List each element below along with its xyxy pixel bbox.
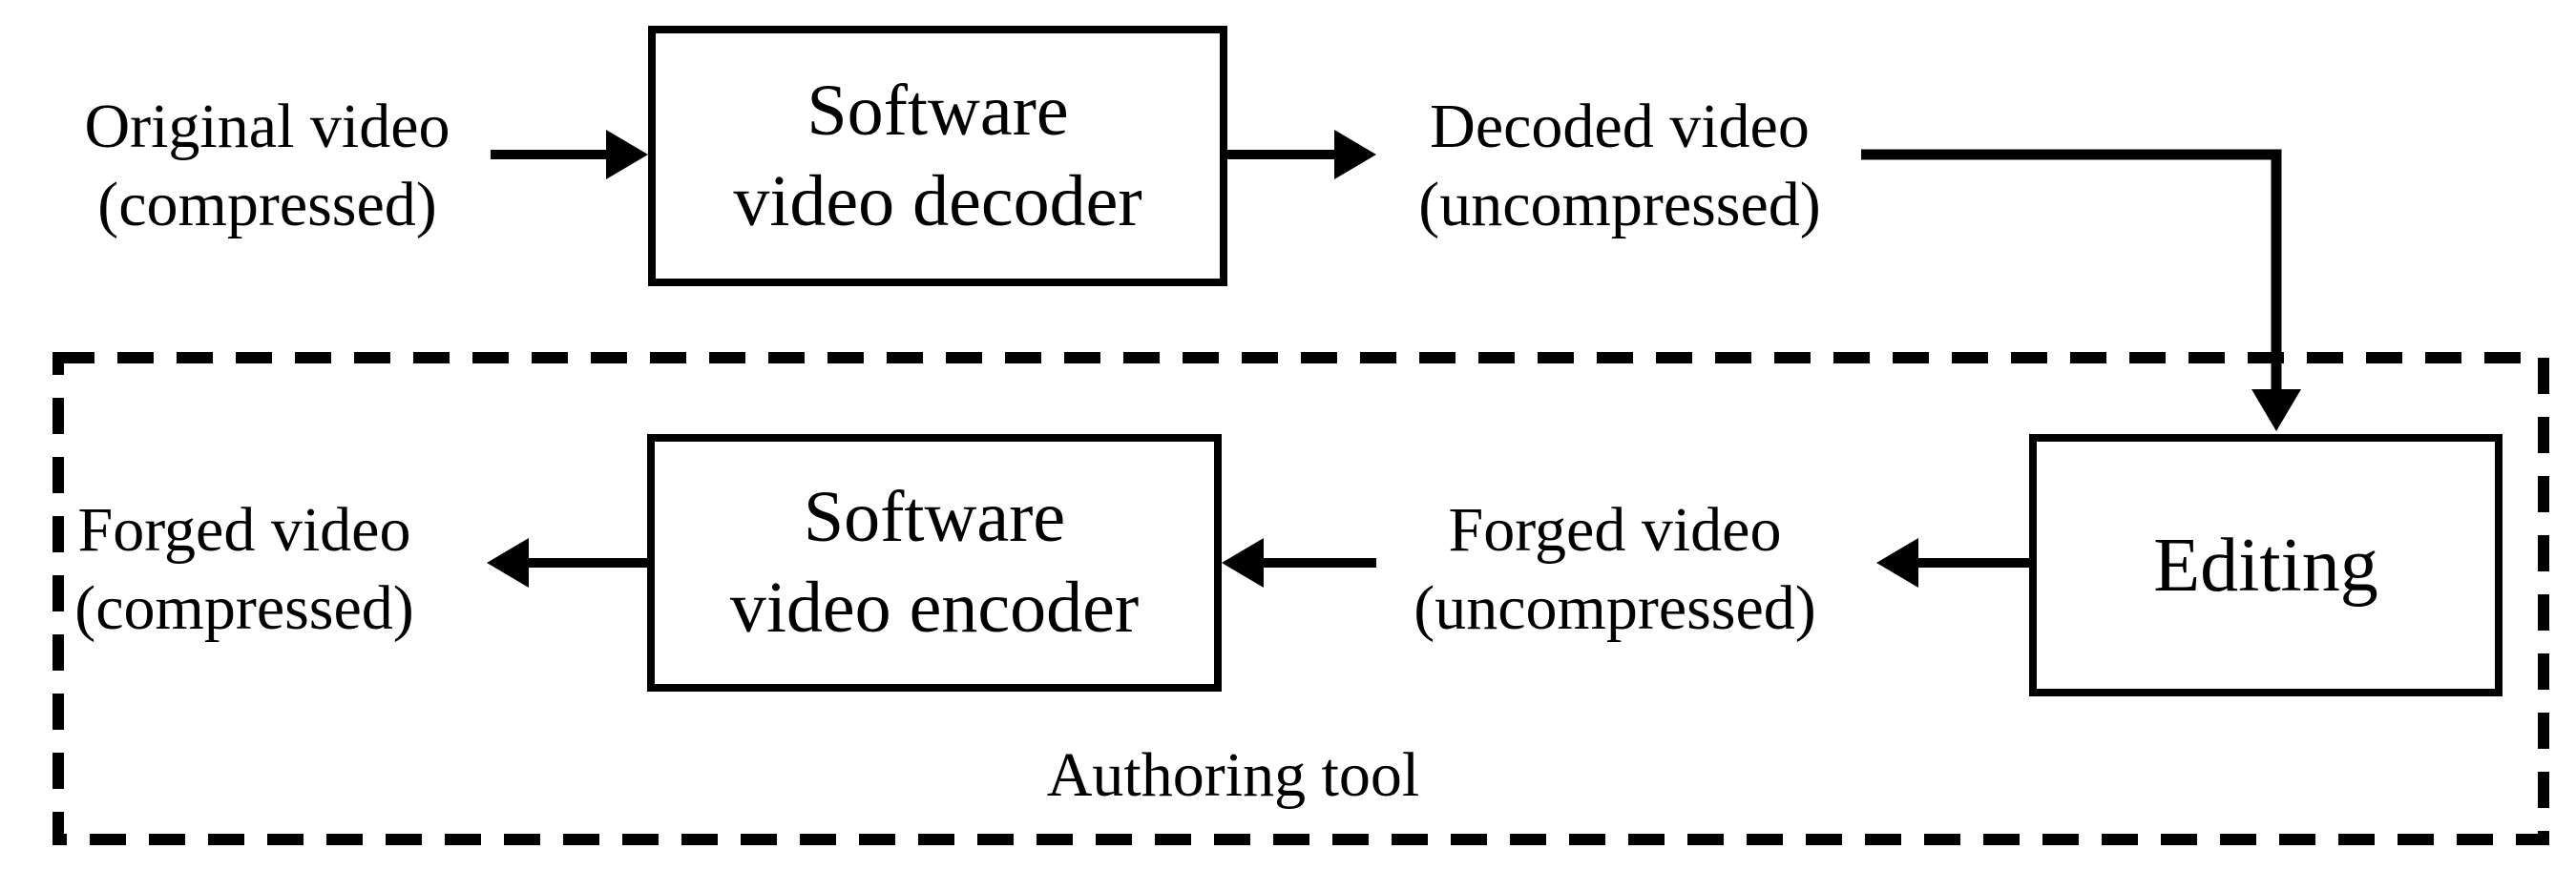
label-forged-video-compressed-line1: Forged video — [77, 495, 411, 565]
arrow-forged-uncompressed-to-encoder — [1222, 538, 1376, 588]
arrow-decoded-to-editing — [1861, 149, 2301, 431]
label-authoring-tool: Authoring tool — [1046, 740, 1420, 810]
decoder-box-label-line2: video decoder — [733, 160, 1142, 241]
label-decoded-video: Decoded video (uncompressed) — [1391, 88, 1849, 244]
label-original-video-line2: (compressed) — [97, 170, 437, 239]
label-decoded-video-line1: Decoded video — [1430, 92, 1810, 161]
arrowhead-left-icon — [1222, 538, 1264, 588]
arrow-original-to-decoder — [491, 130, 648, 179]
encoder-box-label-line1: Software — [803, 477, 1066, 557]
arrow-encoder-to-forged-compressed — [487, 538, 647, 588]
editing-box-label: Editing — [2153, 523, 2378, 608]
arrowhead-left-icon — [487, 538, 529, 588]
arrowhead-right-icon — [606, 130, 648, 179]
authoring-tool-dashed-boundary — [52, 352, 2549, 845]
label-forged-video-uncompressed: Forged video (uncompressed) — [1386, 491, 1844, 648]
label-original-video: Original video (compressed) — [38, 88, 496, 244]
label-original-video-line1: Original video — [84, 92, 450, 161]
editing-box: Editing — [2029, 434, 2503, 696]
label-forged-video-compressed: Forged video (compressed) — [15, 491, 473, 648]
encoder-box-label-line2: video encoder — [729, 568, 1140, 648]
label-decoded-video-line2: (uncompressed) — [1418, 170, 1821, 239]
arrowhead-down-icon — [2251, 389, 2301, 431]
arrowhead-right-icon — [1334, 130, 1376, 179]
software-video-decoder-box: Software video decoder — [648, 26, 1227, 286]
decoder-box-label-line1: Software — [806, 70, 1069, 151]
label-forged-video-uncompressed-line1: Forged video — [1448, 495, 1782, 565]
software-video-encoder-box: Software video encoder — [647, 434, 1222, 692]
label-forged-video-compressed-line2: (compressed) — [74, 573, 414, 643]
label-forged-video-uncompressed-line2: (uncompressed) — [1414, 573, 1816, 643]
arrow-editing-to-forged-uncompressed — [1876, 538, 2029, 588]
arrowhead-left-icon — [1876, 538, 1918, 588]
arrow-decoder-to-decoded — [1227, 130, 1376, 179]
